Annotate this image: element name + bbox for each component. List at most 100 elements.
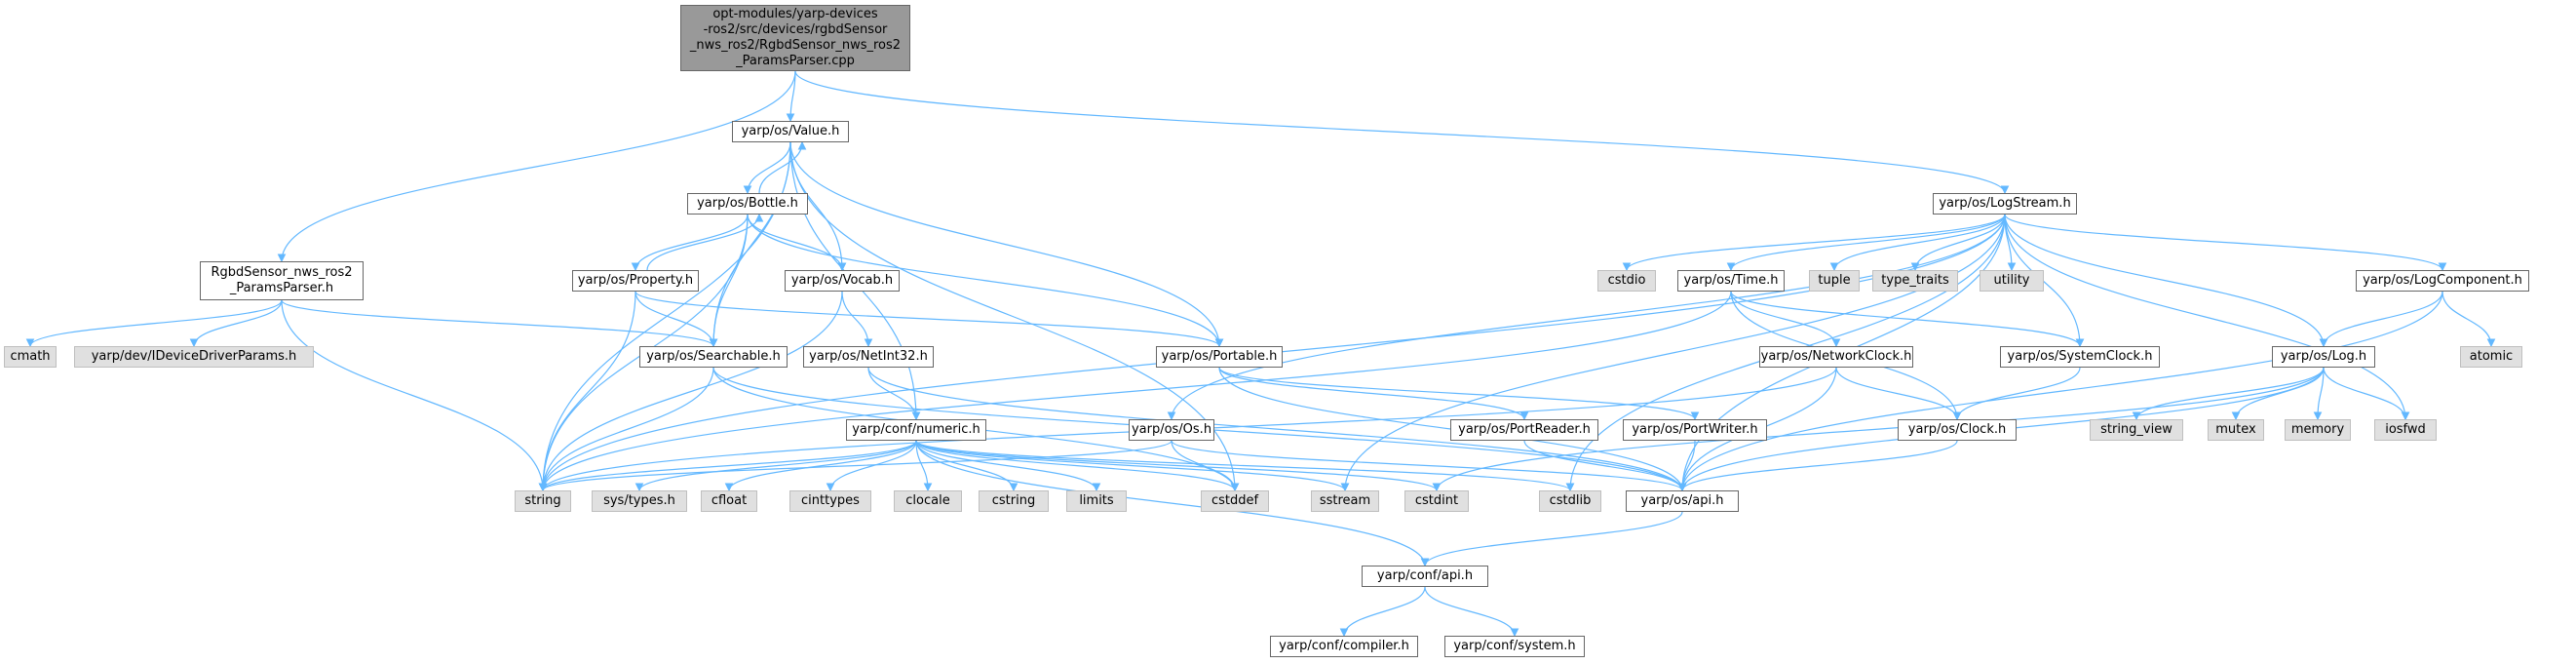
edge-time_h-to-string — [542, 291, 1732, 491]
edge-numeric_h-to-cfloat — [728, 440, 917, 491]
arrowhead-bottle_h-to-vocab_h — [837, 262, 847, 272]
node-systemclock-h[interactable]: yarp/os/SystemClock.h — [2000, 346, 2160, 368]
node-idevicedriverparams[interactable]: yarp/dev/IDeviceDriverParams.h — [74, 346, 314, 368]
edge-bottle_h-to-vocab_h — [747, 214, 843, 271]
node-memory[interactable]: memory — [2285, 419, 2351, 441]
edge-numeric_h-to-sstream — [915, 440, 1346, 491]
edge-log_h-to-iosfwd — [2323, 367, 2406, 420]
arrowhead-value_h-to-bottle_h — [743, 185, 752, 195]
arrowhead-log_h-to-mutex — [2231, 411, 2241, 421]
edge-time_h-to-networkclock_h — [1730, 291, 1837, 347]
node-cstdint[interactable]: cstdint — [1404, 490, 1469, 512]
node-cstring[interactable]: cstring — [979, 490, 1049, 512]
arrowhead-time_h-to-systemclock_h — [2075, 338, 2085, 348]
edge-paramsparser_h-to-cmath — [29, 299, 283, 347]
edge-logcomponent_h-to-log_h — [2323, 291, 2443, 347]
node-logstream-h[interactable]: yarp/os/LogStream.h — [1933, 193, 2077, 215]
edge-numeric_h-to-conf_api_h — [915, 440, 1426, 566]
arrowhead-property_h-to-portable_h — [1214, 338, 1224, 348]
arrowhead-vocab_h-to-netint32_h — [864, 338, 873, 348]
node-root[interactable]: opt-modules/yarp-devices -ros2/src/devic… — [680, 5, 910, 71]
node-clocale[interactable]: clocale — [894, 490, 962, 512]
edge-clock_h-to-api_h — [1681, 440, 1958, 491]
edge-portable_h-to-portreader_h — [1218, 367, 1525, 420]
node-portreader-h[interactable]: yarp/os/PortReader.h — [1450, 419, 1598, 441]
arrowhead-portwriter_h-to-api_h — [1677, 483, 1687, 492]
node-atomic[interactable]: atomic — [2460, 346, 2522, 368]
edge-numeric_h-to-string — [542, 440, 917, 491]
edge-os_h-to-string — [542, 440, 1173, 491]
node-searchable-h[interactable]: yarp/os/Searchable.h — [639, 346, 788, 368]
edge-property_h-to-bottle_h — [646, 214, 760, 271]
arrowhead-logcomponent_h-to-log_h — [2319, 338, 2328, 348]
node-time-h[interactable]: yarp/os/Time.h — [1677, 270, 1785, 292]
edge-time_h-to-systemclock_h — [1730, 291, 2081, 347]
node-mutex[interactable]: mutex — [2208, 419, 2264, 441]
node-networkclock-h[interactable]: yarp/os/NetworkClock.h — [1759, 346, 1913, 368]
edge-property_h-to-portable_h — [634, 291, 1220, 347]
arrowhead-numeric_h-to-sys_types — [634, 483, 644, 492]
node-string-view[interactable]: string_view — [2090, 419, 2183, 441]
edge-logstream_h-to-sstream — [1344, 214, 2006, 491]
edge-logstream_h-to-log_h — [2004, 214, 2325, 347]
node-string[interactable]: string — [515, 490, 571, 512]
node-cinttypes[interactable]: cinttypes — [789, 490, 871, 512]
edge-log_h-to-cstdint — [1436, 367, 2325, 491]
node-iosfwd[interactable]: iosfwd — [2374, 419, 2437, 441]
node-system-h[interactable]: yarp/conf/system.h — [1444, 636, 1585, 657]
arrowhead-log_h-to-cstdint — [1432, 483, 1442, 492]
edge-value_h-to-bottle_h — [747, 141, 791, 194]
node-cstdlib[interactable]: cstdlib — [1539, 490, 1601, 512]
node-sys-types[interactable]: sys/types.h — [592, 490, 687, 512]
arrowhead-property_h-to-searchable_h — [709, 338, 718, 348]
node-cstddef[interactable]: cstddef — [1201, 490, 1269, 512]
node-bottle-h[interactable]: yarp/os/Bottle.h — [687, 193, 808, 215]
node-log-h[interactable]: yarp/os/Log.h — [2272, 346, 2375, 368]
edge-bottle_h-to-searchable_h — [712, 214, 749, 347]
node-cmath[interactable]: cmath — [4, 346, 57, 368]
node-api-h[interactable]: yarp/os/api.h — [1626, 490, 1739, 512]
arrowhead-systemclock_h-to-clock_h — [1952, 411, 1962, 421]
node-portwriter-h[interactable]: yarp/os/PortWriter.h — [1623, 419, 1767, 441]
node-portable-h[interactable]: yarp/os/Portable.h — [1156, 346, 1283, 368]
node-tuple[interactable]: tuple — [1809, 270, 1860, 292]
edge-numeric_h-to-cinttypes — [829, 440, 917, 491]
edge-numeric_h-to-limits — [915, 440, 1097, 491]
arrowhead-logstream_h-to-logcomponent_h — [2438, 262, 2447, 272]
node-paramsparser-h[interactable]: RgbdSensor_nws_ros2 _ParamsParser.h — [200, 261, 364, 300]
edge-value_h-to-portable_h — [789, 141, 1220, 347]
node-vocab-h[interactable]: yarp/os/Vocab.h — [785, 270, 900, 292]
arrowhead-portable_h-to-portreader_h — [1519, 411, 1529, 421]
edge-os_h-to-api_h — [1171, 440, 1683, 491]
node-clock-h[interactable]: yarp/os/Clock.h — [1898, 419, 2017, 441]
node-sstream[interactable]: sstream — [1311, 490, 1379, 512]
node-value-h[interactable]: yarp/os/Value.h — [732, 121, 849, 142]
node-cfloat[interactable]: cfloat — [701, 490, 757, 512]
arrowhead-logstream_h-to-cstdio — [1622, 262, 1632, 272]
edge-logcomponent_h-to-api_h — [1681, 291, 2443, 491]
edge-bottle_h-to-property_h — [634, 214, 749, 271]
edge-vocab_h-to-netint32_h — [841, 291, 869, 347]
edge-numeric_h-to-cstdint — [915, 440, 1438, 491]
arrowhead-root-to-value_h — [786, 113, 795, 123]
arrowhead-logstream_h-to-cstdlib — [1565, 483, 1575, 492]
edge-api_h-to-conf_api_h — [1424, 511, 1683, 566]
edge-paramsparser_h-to-string — [281, 299, 544, 491]
node-property-h[interactable]: yarp/os/Property.h — [572, 270, 699, 292]
edge-root-to-paramsparser_h — [281, 70, 796, 262]
node-os-h[interactable]: yarp/os/Os.h — [1129, 419, 1214, 441]
node-logcomponent-h[interactable]: yarp/os/LogComponent.h — [2356, 270, 2529, 292]
edge-logstream_h-to-time_h — [1730, 214, 2006, 271]
node-netint32-h[interactable]: yarp/os/NetInt32.h — [803, 346, 934, 368]
node-cstdio[interactable]: cstdio — [1597, 270, 1656, 292]
node-type-traits[interactable]: type_traits — [1872, 270, 1958, 292]
node-conf-api-h[interactable]: yarp/conf/api.h — [1362, 566, 1488, 587]
node-compiler-h[interactable]: yarp/conf/compiler.h — [1270, 636, 1418, 657]
edge-property_h-to-string — [542, 291, 636, 491]
node-numeric-h[interactable]: yarp/conf/numeric.h — [846, 419, 986, 441]
arrowhead-numeric_h-to-limits — [1092, 483, 1101, 492]
arrowhead-paramsparser_h-to-cmath — [25, 338, 35, 348]
edge-logstream_h-to-logcomponent_h — [2004, 214, 2443, 271]
node-limits[interactable]: limits — [1066, 490, 1127, 512]
node-utility[interactable]: utility — [1980, 270, 2044, 292]
